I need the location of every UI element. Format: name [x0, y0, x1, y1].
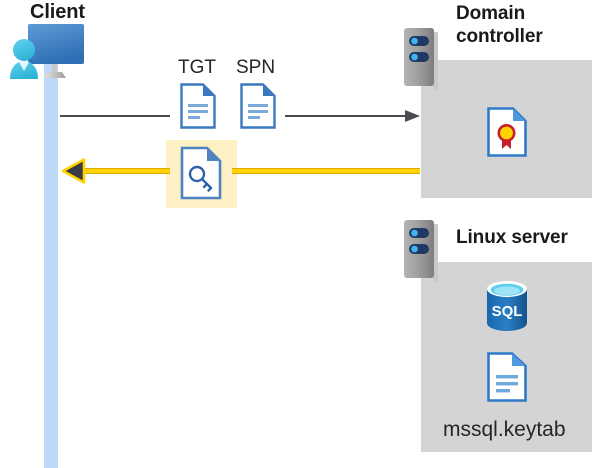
server-icon [404, 220, 438, 282]
client-lifeline [44, 60, 58, 468]
client-icon [8, 22, 104, 84]
domain-controller-label-line1: Domain [456, 3, 526, 24]
tgt-label: TGT [178, 57, 216, 78]
domain-controller-server-icon [404, 28, 438, 95]
request-arrowhead-icon [405, 109, 421, 123]
document-icon [240, 83, 276, 129]
keytab-filename-label: mssql.keytab [443, 418, 566, 441]
spn-label: SPN [236, 57, 276, 78]
linux-server-label: Linux server [456, 227, 568, 248]
keytab-document-icon [487, 352, 527, 402]
document-icon [180, 83, 216, 129]
request-arrow-line-left [60, 115, 170, 117]
server-icon [404, 28, 438, 90]
kerberos-ticket-key-document-icon [180, 146, 222, 200]
sql-database-text: SQL [492, 303, 523, 320]
response-arrowhead-icon [61, 158, 86, 184]
user-monitor-icon [10, 24, 84, 79]
document-icon [487, 352, 527, 402]
response-arrow-line-left [80, 168, 170, 174]
response-arrow-line-right [232, 168, 420, 174]
sql-database-icon: SQL [487, 281, 527, 331]
request-arrow-line-right [285, 115, 411, 117]
spn-document-icon [240, 83, 276, 129]
domain-controller-label-line2: controller [456, 26, 543, 47]
key-document-icon [180, 146, 222, 200]
certificate-document-icon [487, 107, 527, 157]
certificate-document-icon [487, 107, 527, 157]
linux-server-server-icon [404, 220, 438, 287]
client-label: Client [30, 1, 85, 23]
sql-database-icon: SQL [483, 280, 531, 332]
tgt-document-icon [180, 83, 216, 129]
